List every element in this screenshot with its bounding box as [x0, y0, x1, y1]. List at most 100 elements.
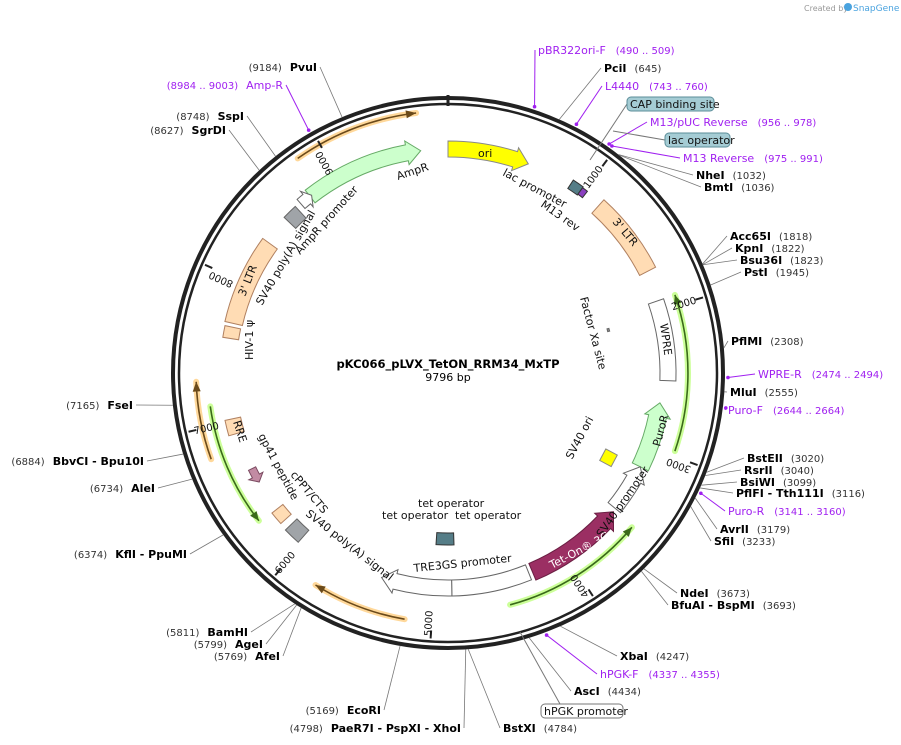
- teton-primer-arc: [509, 526, 633, 606]
- primer-range: (743 .. 760): [649, 82, 708, 93]
- enzyme-label: AvrII(3179): [720, 523, 790, 536]
- primer-range: (490 .. 509): [616, 46, 675, 57]
- feature-label-sv40-ori: SV40 ori: [563, 414, 596, 461]
- tick-label: 1000: [582, 164, 606, 191]
- enzyme-label: (5799) AgeI: [194, 638, 263, 651]
- enzyme-name: PflFI - Tth111I: [736, 487, 824, 500]
- enzyme-name: BmtI: [704, 181, 733, 194]
- tick-mark: [689, 461, 698, 467]
- primer-label: WPRE-R (2474 .. 2494): [758, 368, 883, 381]
- feature-label-rre: RRE: [230, 419, 249, 444]
- enzyme-label: PflFI - Tth111I(3116): [736, 487, 865, 500]
- enzyme-position: (1945): [776, 268, 809, 279]
- gp41-feature: [247, 466, 264, 483]
- brand-text: SnapGene: [853, 4, 900, 14]
- feature-label-gp41: gp41 peptide: [255, 431, 301, 502]
- enzyme-label: NdeI(3673): [680, 587, 750, 600]
- plasmid-name: pKC066_pLVX_TetON_RRM34_MxTP: [336, 357, 559, 372]
- enzyme-leader-line: [723, 340, 729, 349]
- enzyme-label: (9184)PvuI: [249, 61, 317, 74]
- ampr-primer-arc-arrowhead-icon: [405, 110, 417, 119]
- left-green-arc-arrowhead-icon: [250, 511, 259, 521]
- enzyme-position: (1818): [779, 232, 812, 243]
- tick-label: 8000: [207, 269, 235, 289]
- enzyme-label: PciI(645): [604, 62, 661, 75]
- enzyme-position: (5169): [306, 706, 339, 717]
- enzyme-leader-line: [250, 603, 296, 633]
- tick-label: 5000: [423, 610, 436, 636]
- enzyme-label: (5811)BamHI: [166, 626, 248, 639]
- enzyme-position: (3179): [757, 525, 790, 536]
- enzyme-position: (8627): [150, 126, 183, 137]
- primer-label: (8984 .. 9003)Amp-R: [167, 79, 284, 92]
- primer-name: pBR322ori-F: [538, 44, 606, 57]
- lac-operator-label: lac operator: [668, 134, 735, 147]
- feature-label-tre3gs: TRE3GS promoter: [412, 552, 513, 575]
- leader-line: [519, 631, 561, 705]
- enzyme-position: (8748): [176, 112, 209, 123]
- enzyme-leader-line: [706, 457, 745, 473]
- enzyme-position: (5799): [194, 640, 227, 651]
- enzyme-label: PstI(1945): [744, 266, 809, 279]
- leader-line: [612, 130, 666, 141]
- feature-label-hiv-psi: HIV-1 ψ: [243, 320, 256, 360]
- enzyme-label: XbaI(4247): [620, 650, 689, 663]
- enzyme-label: PflMI(2308): [731, 335, 804, 348]
- enzyme-name: AscI: [574, 685, 600, 698]
- feature-label-sv40-promoter: SV40 promoter: [594, 464, 653, 540]
- enzyme-leader-line: [265, 604, 297, 645]
- tre3gs-promoter-feature-2: [380, 568, 453, 597]
- ampr-primer-arc: [297, 112, 417, 160]
- sv40-polya-top-feature: [283, 205, 307, 230]
- enzyme-name: KflI - PpuMI: [115, 548, 187, 561]
- enzyme-position: (3233): [742, 537, 775, 548]
- primer-leader-line: [611, 145, 681, 159]
- enzyme-name: Acc65I: [730, 230, 771, 243]
- lac-promoter-feature: [567, 179, 584, 196]
- primer-range: (2644 .. 2664): [773, 406, 845, 417]
- enzyme-leader-line: [528, 637, 572, 692]
- enzyme-name: PflMI: [731, 335, 762, 348]
- enzyme-position: (2555): [765, 388, 798, 399]
- left-orange-arc-arrowhead-icon: [192, 381, 201, 392]
- hiv-psi-feature: [222, 325, 242, 341]
- enzyme-label: MluI(2555): [730, 386, 798, 399]
- enzyme-label: Bsu36I(1823): [740, 254, 824, 267]
- primer-range: (8984 .. 9003): [167, 81, 239, 92]
- tick-mark: [587, 588, 594, 597]
- ori-feature: [447, 140, 530, 172]
- primer-site-mark: [544, 633, 549, 637]
- primer-label: M13 Reverse(975 .. 991): [683, 152, 823, 165]
- primer-name: WPRE-R: [758, 368, 802, 381]
- enzyme-position: (4798): [290, 724, 323, 735]
- primer-range: (2474 .. 2494): [812, 370, 884, 381]
- puror-primer-arc: [674, 294, 689, 452]
- tick-mark: [601, 159, 608, 167]
- enzyme-label: (8627)SgrDI: [150, 124, 226, 137]
- puror-primer-arc-arrowhead-icon: [673, 294, 682, 305]
- enzyme-leader-line: [559, 67, 602, 120]
- enzyme-label: RsrII (3040): [744, 464, 814, 477]
- enzyme-position: (3020): [791, 454, 824, 465]
- ampr-promoter-feature: [296, 190, 314, 210]
- enzyme-position: (3040): [781, 466, 814, 477]
- hpgk-promoter-box: [540, 703, 624, 719]
- primer-site-mark: [610, 144, 614, 148]
- enzyme-leader-line: [702, 247, 733, 265]
- ltr3-left-feature: [224, 237, 278, 327]
- wpre-feature: [647, 298, 677, 382]
- enzyme-label: AscI(4434): [574, 685, 641, 698]
- tick-mark: [188, 428, 197, 433]
- enzyme-name: BstEII: [747, 452, 783, 465]
- enzyme-name: AgeI: [235, 638, 263, 651]
- enzyme-position: (3673): [717, 589, 750, 600]
- enzyme-label: (6374)KflI - PpuMI: [74, 548, 187, 561]
- enzyme-label: (6884)BbvCI - Bpu10I: [11, 455, 144, 468]
- feature-label-tet-operator-2: tet operator: [382, 509, 449, 522]
- enzyme-position: (3693): [763, 601, 796, 612]
- enzyme-name: FseI: [107, 399, 133, 412]
- factor-xa-feature: [606, 327, 611, 333]
- enzyme-name: RsrII: [744, 464, 773, 477]
- enzyme-leader-line: [319, 66, 343, 118]
